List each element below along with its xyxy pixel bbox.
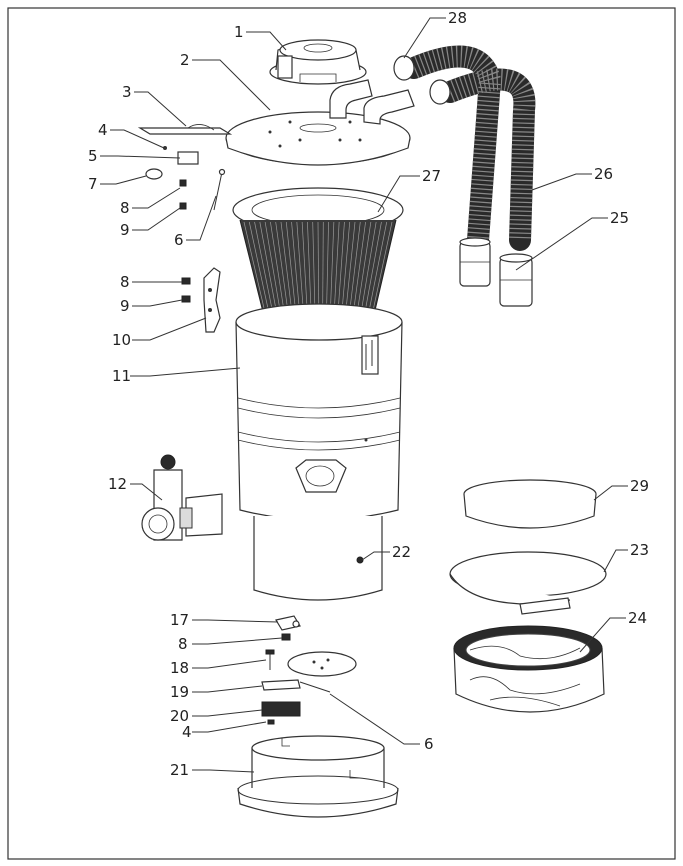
part-bracket-plate [137, 124, 233, 135]
callout-8: 8 [120, 199, 130, 217]
callout-12: 12 [108, 475, 127, 493]
callout-8-b: 8 [120, 273, 130, 291]
callout-25: 25 [610, 209, 629, 227]
callout-4: 4 [98, 121, 108, 139]
part-ring [463, 479, 597, 529]
part-canister-body [235, 303, 403, 521]
callout-29: 29 [630, 477, 649, 495]
callout-8-c: 8 [178, 635, 188, 653]
callout-20: 20 [170, 707, 189, 725]
part-motor-head [269, 39, 367, 85]
callout-23: 23 [630, 541, 649, 559]
part-band [449, 551, 607, 615]
part-latch-bracket [181, 267, 221, 333]
callout-10: 10 [112, 331, 131, 349]
callout-3: 3 [122, 83, 132, 101]
callout-28: 28 [448, 9, 467, 27]
part-small-hardware [145, 146, 226, 211]
callout-4-b: 4 [182, 723, 192, 741]
callout-2: 2 [180, 51, 190, 69]
callout-27: 27 [422, 167, 441, 185]
callout-6: 6 [174, 231, 184, 249]
part-base-pan [237, 735, 399, 818]
callout-22: 22 [392, 543, 411, 561]
callout-17: 17 [170, 611, 189, 629]
part-lower-housing [253, 516, 383, 601]
callout-26: 26 [594, 165, 613, 183]
part-lid [225, 79, 415, 166]
part-filter-bag [453, 625, 605, 713]
part-hoses [393, 45, 536, 251]
callout-11: 11 [112, 367, 131, 385]
callout-1: 1 [234, 23, 244, 41]
callout-labels: 1 2 3 4 5 7 8 9 6 8 9 10 11 12 28 27 26 … [88, 9, 649, 779]
callout-9: 9 [120, 221, 130, 239]
callout-18: 18 [170, 659, 189, 677]
callout-19: 19 [170, 683, 189, 701]
leader-lines [100, 17, 628, 773]
callout-24: 24 [628, 609, 647, 627]
part-lower-hardware [261, 615, 357, 725]
page-frame [7, 7, 676, 860]
part-cuffs [459, 237, 533, 307]
callout-5: 5 [88, 147, 98, 165]
part-valve-assembly [141, 454, 223, 541]
callout-6-b: 6 [424, 735, 434, 753]
callout-21: 21 [170, 761, 189, 779]
callout-9-b: 9 [120, 297, 130, 315]
callout-7: 7 [88, 175, 98, 193]
